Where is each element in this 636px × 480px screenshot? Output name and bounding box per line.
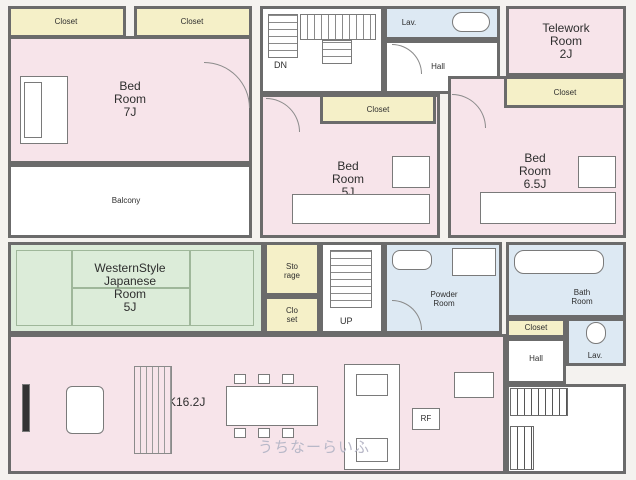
chair-2 <box>258 374 270 384</box>
chair-6 <box>282 428 294 438</box>
lower-closet-label: Closet <box>524 323 548 332</box>
stove <box>356 438 388 462</box>
chair-1 <box>234 374 246 384</box>
closet-1-label: Closet <box>54 17 78 26</box>
stairs-up-label: UP <box>340 316 353 326</box>
tatami-2 <box>72 250 190 288</box>
desk-6-5j <box>578 156 616 188</box>
bedroom-7j-label: Bed Room 7J <box>113 79 146 119</box>
chair-5 <box>258 428 270 438</box>
upper-stairs-a <box>268 14 298 58</box>
tatami-3 <box>72 288 190 326</box>
storage <box>264 242 320 296</box>
lower-hall-label: Hall <box>529 354 543 363</box>
desk-5j <box>392 156 430 188</box>
closet-3-label: Closet <box>366 105 390 114</box>
bath-room-label: Bath Room <box>571 288 593 306</box>
japanese-room-label: WesternStyle Japanese Room 5J <box>94 261 166 314</box>
telework-room-label: Telework Room 2J <box>542 21 590 61</box>
lower-hall <box>506 338 566 384</box>
tatami-1 <box>16 250 72 326</box>
bed-5j <box>292 194 430 224</box>
watermark-text: うちなーらいふ <box>258 439 371 456</box>
upper-stairs-c <box>322 40 352 64</box>
washing-machine <box>452 248 496 276</box>
pantry <box>454 372 494 398</box>
sofa-table <box>66 386 104 434</box>
upper-toilet <box>452 12 490 32</box>
tv <box>22 384 30 432</box>
chair-4 <box>234 428 246 438</box>
fridge <box>412 408 440 430</box>
bedroom-6-5j-label: Bed Room 6.5J <box>518 151 551 191</box>
powder-room-label: Powder Room <box>430 290 458 308</box>
closet-small-label: Clo set <box>285 306 298 324</box>
closet-4 <box>504 76 626 108</box>
upper-stairs-b <box>300 14 376 40</box>
tatami-4 <box>190 250 254 326</box>
sink <box>356 374 388 396</box>
fridge-label: RF <box>420 414 432 423</box>
upper-lav-label: Lav. <box>401 18 417 27</box>
closet-2-label: Closet <box>180 17 204 26</box>
closet-4-label: Closet <box>553 88 577 97</box>
lower-closet <box>506 318 566 338</box>
telework-room <box>506 6 626 76</box>
closet-small <box>264 296 320 334</box>
washbasin <box>392 250 432 270</box>
chair-3 <box>282 374 294 384</box>
entrance-grille-2 <box>510 426 534 470</box>
upper-hall-label: Hall <box>431 62 445 71</box>
lower-stairs <box>330 250 372 308</box>
lower-lav-label: Lav. <box>587 351 603 360</box>
stairs-down-label: DN <box>274 60 287 70</box>
tv-board <box>134 366 172 454</box>
storage-label: Sto rage <box>283 262 300 280</box>
lower-toilet <box>586 322 606 344</box>
dining-table <box>226 386 318 426</box>
entrance-grille <box>510 388 568 416</box>
bathtub <box>514 250 604 274</box>
upper-lavatory <box>384 6 500 40</box>
bed-6-5j <box>480 192 616 224</box>
balcony <box>8 164 252 238</box>
closet-3 <box>320 94 436 124</box>
closet-1 <box>8 6 126 38</box>
closet-2 <box>134 6 252 38</box>
pillow-7j <box>24 82 42 138</box>
balcony-label: Balcony <box>111 196 141 205</box>
